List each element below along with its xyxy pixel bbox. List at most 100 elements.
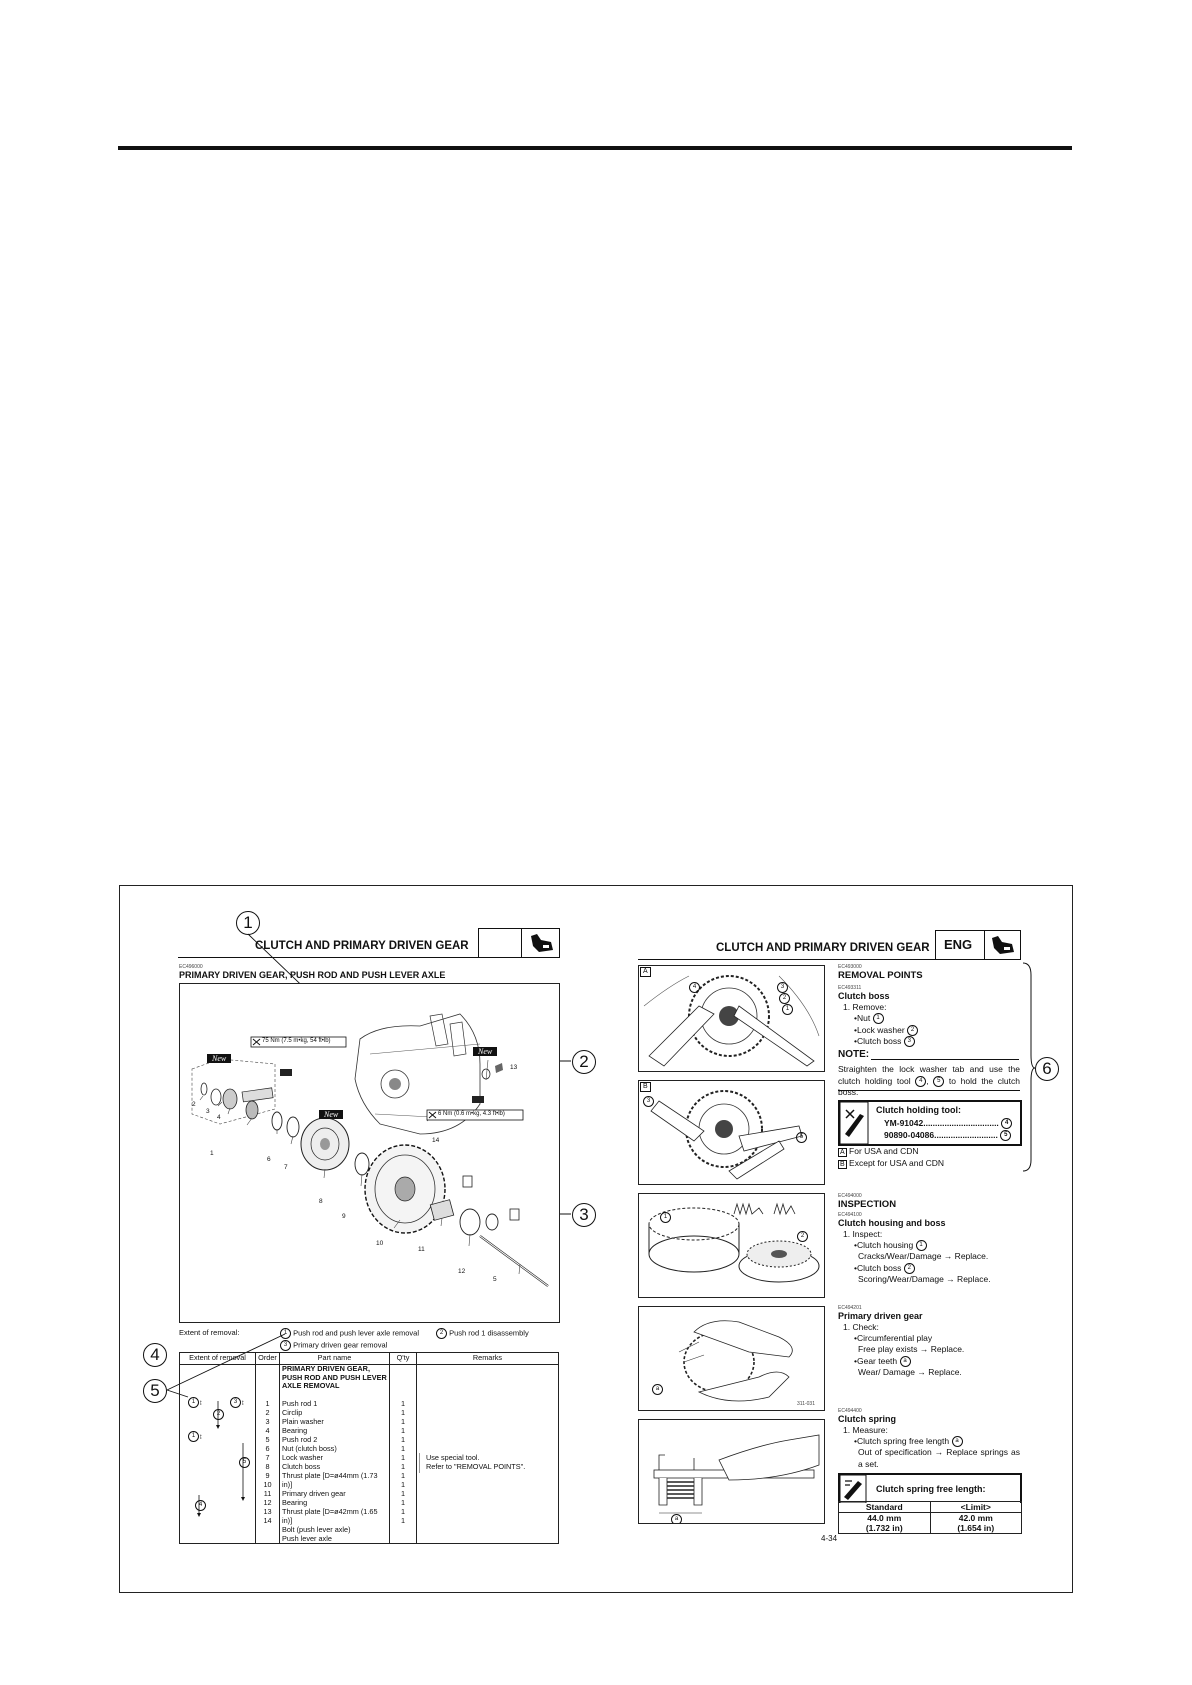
limit-label: <Limit> xyxy=(929,1501,1022,1513)
spring-title: Clutch spring xyxy=(838,1414,896,1424)
standard-value: 44.0 mm(1.732 in) xyxy=(838,1512,931,1534)
extent-marker-1b: 1↕ xyxy=(188,1431,203,1442)
qty-value: 1 xyxy=(400,1498,406,1507)
part-name: Bearing xyxy=(282,1498,308,1507)
order-value: 6 xyxy=(265,1444,270,1453)
order-cell: 1 2 3 4 5 6 7 8 9 10 11 12 13 14 xyxy=(255,1364,280,1543)
part-name: Plain washer xyxy=(282,1417,324,1426)
primary-gear-photo: a 311-031 xyxy=(638,1306,825,1411)
extent-item-3: 3 Primary driven gear removal xyxy=(280,1340,387,1351)
qty-value: 1 xyxy=(400,1516,406,1525)
gear-item-play: •Circumferential play xyxy=(854,1333,933,1343)
spring-detail: Out of specification → Replace springs a… xyxy=(858,1447,1020,1469)
part-name: Bearing xyxy=(282,1426,308,1435)
part-name: Nut (clutch boss) xyxy=(282,1444,337,1453)
removal-step: 1. Remove: xyxy=(843,1002,887,1012)
part-name: Push rod 1 xyxy=(282,1399,318,1408)
order-value: 9 xyxy=(265,1471,270,1480)
part-number-6: 6 xyxy=(267,1156,271,1163)
inspection-item-boss: •Clutch boss 2 xyxy=(854,1263,915,1275)
left-section-title: PRIMARY DRIVEN GEAR, PUSH ROD AND PUSH L… xyxy=(179,970,446,980)
note-text: Straighten the lock washer tab and use t… xyxy=(838,1064,1020,1097)
inspection-item-boss-detail: Scoring/Wear/Damage → Replace. xyxy=(858,1274,991,1284)
part-number-5: 5 xyxy=(493,1276,497,1283)
part-name: Push rod 2 xyxy=(282,1435,318,1444)
removal-subtitle: Clutch boss xyxy=(838,991,890,1001)
extent-marker-3: 3↕ xyxy=(230,1397,245,1408)
clutch-boss-drawing-b xyxy=(650,1090,803,1180)
part-name: Clutch boss xyxy=(282,1462,321,1471)
limit-value: 42.0 mm(1.654 in) xyxy=(929,1512,1022,1534)
measure-icon xyxy=(840,1475,867,1503)
clutch-boss-photo-a: A 4 3 2 1 xyxy=(638,965,825,1072)
tool-box: Clutch holding tool: YM-91042...........… xyxy=(838,1100,1022,1146)
marker: 2 xyxy=(436,1328,447,1339)
marker: 4 xyxy=(689,979,700,997)
qty-value: 1 xyxy=(400,1480,406,1489)
order-value: 1 xyxy=(265,1399,270,1408)
marker: 2 xyxy=(779,990,790,1008)
spring-code: EC494400 xyxy=(838,1408,862,1414)
removal-item-nut: •Nut 1 xyxy=(854,1013,884,1025)
col-part-name: Part name xyxy=(279,1352,390,1365)
image-code: 311-031 xyxy=(797,1401,815,1407)
remarks-text-1: Use special tool. xyxy=(426,1453,480,1462)
callout-4: 4 xyxy=(143,1343,167,1367)
special-tool-icon xyxy=(840,1102,869,1144)
note-end-rule xyxy=(838,1090,1020,1091)
part-number-4: 4 xyxy=(217,1114,221,1121)
table-header-row: Extent of removal Order Part name Q'ty R… xyxy=(179,1352,559,1365)
callout-3: 3 xyxy=(572,1203,596,1227)
col-order: Order xyxy=(255,1352,280,1365)
wrench-hand-icon xyxy=(531,934,553,952)
qty-value: 1 xyxy=(400,1408,406,1417)
order-value: 7 xyxy=(265,1453,270,1462)
inspection-code: EC494000 xyxy=(838,1193,862,1199)
order-value: 4 xyxy=(265,1426,270,1435)
table-section-name: PRIMARY DRIVEN GEAR, PUSH ROD AND PUSH L… xyxy=(282,1364,387,1390)
inspection-sub-code: EC494100 xyxy=(838,1212,862,1218)
torque-spec-1: 75 Nm (7.5 m•kg, 54 ft•lb) xyxy=(262,1038,331,1044)
page-number: 4-34 xyxy=(821,1534,838,1543)
torque-spec-2: 6 Nm (0.6 m•kg, 4.3 ft•lb) xyxy=(438,1111,505,1117)
spring-spec-table: Standard <Limit> 44.0 mm(1.732 in) 42.0 … xyxy=(838,1501,1022,1534)
wrench-hand-icon xyxy=(992,936,1014,954)
col-qty: Q'ty xyxy=(389,1352,417,1365)
remarks-cell: Use special tool. Refer to "REMOVAL POIN… xyxy=(416,1364,559,1543)
part-number-14: 14 xyxy=(432,1137,440,1144)
eng-badge: ENG xyxy=(944,937,973,952)
qty-value: 1 xyxy=(400,1417,406,1426)
order-value: 5 xyxy=(265,1435,270,1444)
qty-value: 1 xyxy=(400,1462,406,1471)
extent-item-2: 2 Push rod 1 disassembly xyxy=(436,1328,529,1339)
part-number-8: 8 xyxy=(319,1198,323,1205)
right-header-box: ENG xyxy=(935,930,1021,960)
spring-item: •Clutch spring free length a xyxy=(854,1436,963,1448)
right-header-rule xyxy=(638,959,935,960)
marker: 2 xyxy=(797,1228,808,1246)
col-remarks: Remarks xyxy=(416,1352,559,1365)
gear-item-teeth: •Gear teeth a xyxy=(854,1356,911,1368)
clutch-housing-photo: 1 2 xyxy=(638,1193,825,1298)
order-value: 14 xyxy=(263,1516,272,1525)
extent-marker-5: 5 xyxy=(239,1457,250,1468)
gear-code: EC494201 xyxy=(838,1305,862,1311)
removal-title: REMOVAL POINTS xyxy=(838,970,923,981)
exploded-diagram-art xyxy=(191,1013,549,1287)
marker: a xyxy=(671,1511,682,1523)
region-a-note: A For USA and CDN xyxy=(838,1146,919,1157)
part-name: Primary driven gear xyxy=(282,1489,346,1498)
extent-item-3-text: Primary driven gear removal xyxy=(293,1340,388,1350)
primary-gear-drawing xyxy=(678,1320,793,1402)
top-rule xyxy=(118,146,1072,150)
page-frame xyxy=(119,885,1073,1593)
tool-title: Clutch holding tool: xyxy=(876,1105,961,1115)
clutch-boss-drawing-a xyxy=(643,975,820,1067)
removal-code: EC493000 xyxy=(838,964,862,970)
part-name: Circlip xyxy=(282,1408,303,1417)
marker: 1 xyxy=(782,1001,793,1019)
part-number-12: 12 xyxy=(458,1268,466,1275)
part-name: Bolt (push lever axle) xyxy=(282,1525,351,1534)
gear-title: Primary driven gear xyxy=(838,1311,923,1321)
order-value: 10 xyxy=(263,1480,272,1489)
